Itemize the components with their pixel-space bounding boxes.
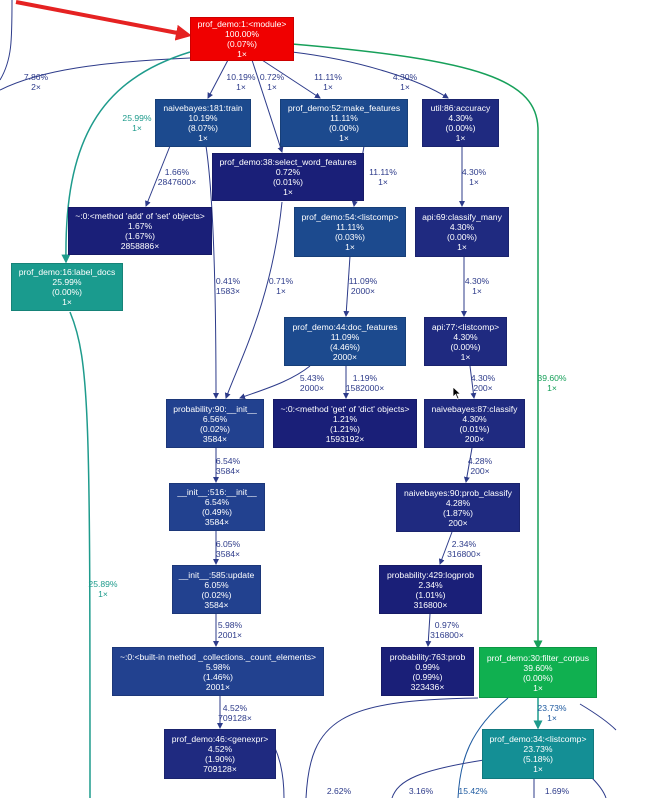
edge-label-train: 10.19%1× <box>226 72 256 92</box>
edge-label-count: 5.98%2001× <box>217 620 243 640</box>
edge-label-docf-init: 5.43%2000× <box>299 373 325 393</box>
edge-module-make <box>261 59 321 99</box>
edge-docf-probinit <box>239 365 311 400</box>
edge-label-label-down: 25.89%1× <box>88 579 118 599</box>
node-dict-get[interactable]: ~:0:<method 'get' of 'dict' objects>1.21… <box>273 399 417 448</box>
edge-label-bottom1: 2.62% <box>326 786 352 796</box>
edge-module-train <box>207 59 229 99</box>
edge-label-585: 6.05%3584× <box>215 539 241 559</box>
edge-bottom-filter-left <box>305 697 479 798</box>
edge-bottom-b <box>391 759 485 798</box>
edge-module-filter <box>291 43 543 650</box>
edge-label-logprob: 2.34%316800× <box>447 539 481 559</box>
edge-logprob-prob <box>425 613 432 647</box>
node-set-add[interactable]: ~:0:<method 'add' of 'set' objects>1.67%… <box>68 207 212 255</box>
edge-bottom-a <box>457 697 509 798</box>
edge-left-out <box>0 57 191 91</box>
edge-label-train-init: 0.41%1583× <box>215 276 241 296</box>
edge-label-select: 0.72%1× <box>259 72 285 92</box>
edge-pc-logprob <box>438 531 453 565</box>
edge-train-probinit <box>205 145 219 399</box>
edge-label-bottom4: 1.69% <box>544 786 570 796</box>
edge-select-probinit <box>224 201 283 399</box>
edge-label-nbc: 4.30%200× <box>470 373 496 393</box>
edge-nbc-pc <box>463 447 473 483</box>
edge-module-accuracy <box>291 51 449 99</box>
edge-alc-nbc <box>469 365 477 399</box>
edge-incoming-module <box>15 0 192 41</box>
edge-label-genexpr: 4.52%709128× <box>218 703 252 723</box>
edge-module-label <box>61 51 191 264</box>
edge-label-lc34: 23.73%1× <box>537 703 567 723</box>
node-module[interactable]: prof_demo:1:<module>100.00%(0.07%)1× <box>190 17 294 61</box>
node-genexpr[interactable]: prof_demo:46:<genexpr>4.52%(1.90%)709128… <box>164 729 276 779</box>
edge-label-setadd: 1.66%2847600× <box>157 167 197 187</box>
node-listcomp-34[interactable]: prof_demo:34:<listcomp>23.73%(5.18%)1× <box>482 729 594 779</box>
edge-label-bottom3: 15.42% <box>458 786 488 796</box>
edge-train-setadd <box>145 145 171 207</box>
edge-module-select <box>251 59 284 153</box>
edge-label-bottom2: 3.16% <box>408 786 434 796</box>
edge-label-lc54: 11.11%1× <box>369 167 397 187</box>
edge-label-label: 25.99%1× <box>122 113 152 133</box>
edge-label-get: 1.19%1582000× <box>345 373 385 393</box>
node-init-516[interactable]: __init__:516:__init__6.54%(0.49%)3584× <box>169 483 265 531</box>
node-api-listcomp[interactable]: api:77:<listcomp>4.30%(0.00%)1× <box>424 317 507 366</box>
edge-label-516: 6.54%3584× <box>215 456 241 476</box>
edge-label-cmany: 4.30%1× <box>461 167 487 187</box>
edge-label-pc: 4.28%200× <box>467 456 493 476</box>
node-listcomp-54[interactable]: prof_demo:54:<listcomp>11.11%(0.03%)1× <box>294 207 406 257</box>
edge-label-make: 11.11%1× <box>314 72 342 92</box>
mouse-cursor-icon <box>452 386 462 400</box>
edge-label-alc: 4.30%1× <box>464 276 490 296</box>
edge-label-sel-init: 0.71%1× <box>268 276 294 296</box>
node-count-elements[interactable]: ~:0:<built-in method _collections._count… <box>112 647 324 696</box>
edge-bottom-d <box>591 777 607 798</box>
edge-label-left-out: 7.86%2× <box>23 72 49 92</box>
node-prob-init[interactable]: probability:90:__init__6.56%(0.02%)3584× <box>166 399 264 448</box>
edge-label-down <box>69 311 91 798</box>
edge-label-prob: 0.97%316800× <box>430 620 464 640</box>
edge-bottom-e <box>579 703 617 731</box>
edge-label-acc: 4.30%1× <box>392 72 418 92</box>
edge-left-top <box>0 0 13 81</box>
edge-lc54-docf <box>343 255 351 317</box>
edge-label-docf: 11.09%2000× <box>348 276 378 296</box>
edge-label-filter: 39.60%1× <box>537 373 567 393</box>
